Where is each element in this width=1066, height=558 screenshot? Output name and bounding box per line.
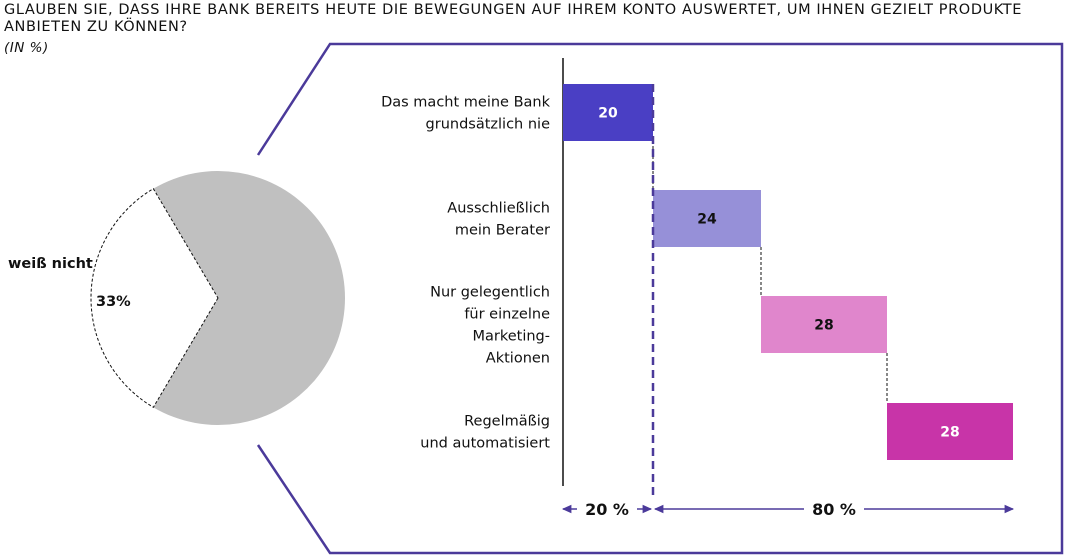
chart-title: Glauben Sie, dass Ihre Bank bereits heut… bbox=[4, 2, 1023, 35]
share-brackets: 20 % 80 % bbox=[561, 84, 1015, 519]
bar-value-2: 24 bbox=[697, 212, 717, 228]
bar-4 bbox=[887, 403, 1013, 460]
pie-slice-label: weiß nicht bbox=[8, 256, 93, 272]
pie-slice-value: 33% bbox=[96, 294, 131, 310]
bar-3 bbox=[761, 296, 887, 353]
bracket-label-2: 80 % bbox=[812, 500, 856, 519]
frame-outline bbox=[256, 42, 1064, 555]
chart-subtitle: (IN %) bbox=[4, 40, 49, 56]
bar-value-1: 20 bbox=[598, 106, 618, 122]
pie-chart: weiß nicht 33% bbox=[8, 170, 345, 425]
bar-value-4: 28 bbox=[940, 425, 959, 441]
bar-1 bbox=[563, 84, 653, 141]
bracket-label-1: 20 % bbox=[585, 500, 629, 519]
callout-frame bbox=[256, 42, 1064, 555]
bar-2 bbox=[653, 190, 761, 247]
pie-slice-other bbox=[153, 170, 345, 425]
pie-slice-weiss-nicht bbox=[90, 188, 219, 408]
bar-value-3: 28 bbox=[814, 318, 833, 334]
